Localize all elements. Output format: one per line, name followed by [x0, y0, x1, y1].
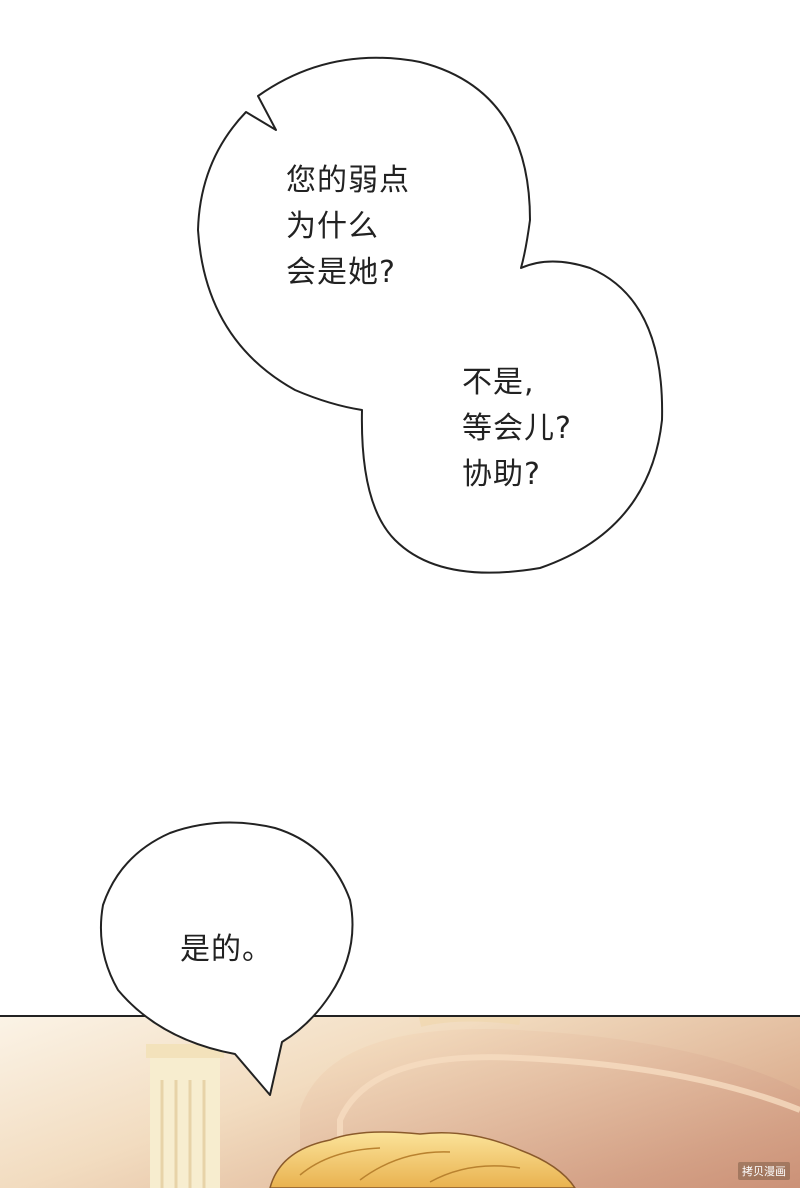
bubble-top-line-1: 您的弱点: [286, 163, 410, 198]
pillar-illustration: [146, 1044, 224, 1188]
bottom-panel-illustration: [0, 1016, 800, 1188]
bubble-bottom-line-1: 是的。: [180, 932, 273, 967]
bubble-top-line-2: 为什么: [286, 209, 379, 244]
speech-bubble-bottom: [99, 821, 354, 1096]
bubble-middle-line-1: 不是,: [462, 365, 535, 400]
bubble-middle-line-2: 等会儿?: [462, 411, 572, 446]
character-hair-illustration: [269, 1131, 576, 1188]
bubble-bottom-text: 是的。: [180, 927, 273, 973]
speech-bubble-top: [197, 56, 664, 574]
bubble-top-line-3: 会是她?: [286, 255, 396, 290]
bubble-middle-text: 不是, 等会儿? 协助?: [462, 360, 572, 498]
bubble-top-text: 您的弱点 为什么 会是她?: [286, 158, 410, 296]
watermark-label: 拷贝漫画: [738, 1162, 790, 1180]
bubble-middle-line-3: 协助?: [462, 457, 541, 492]
